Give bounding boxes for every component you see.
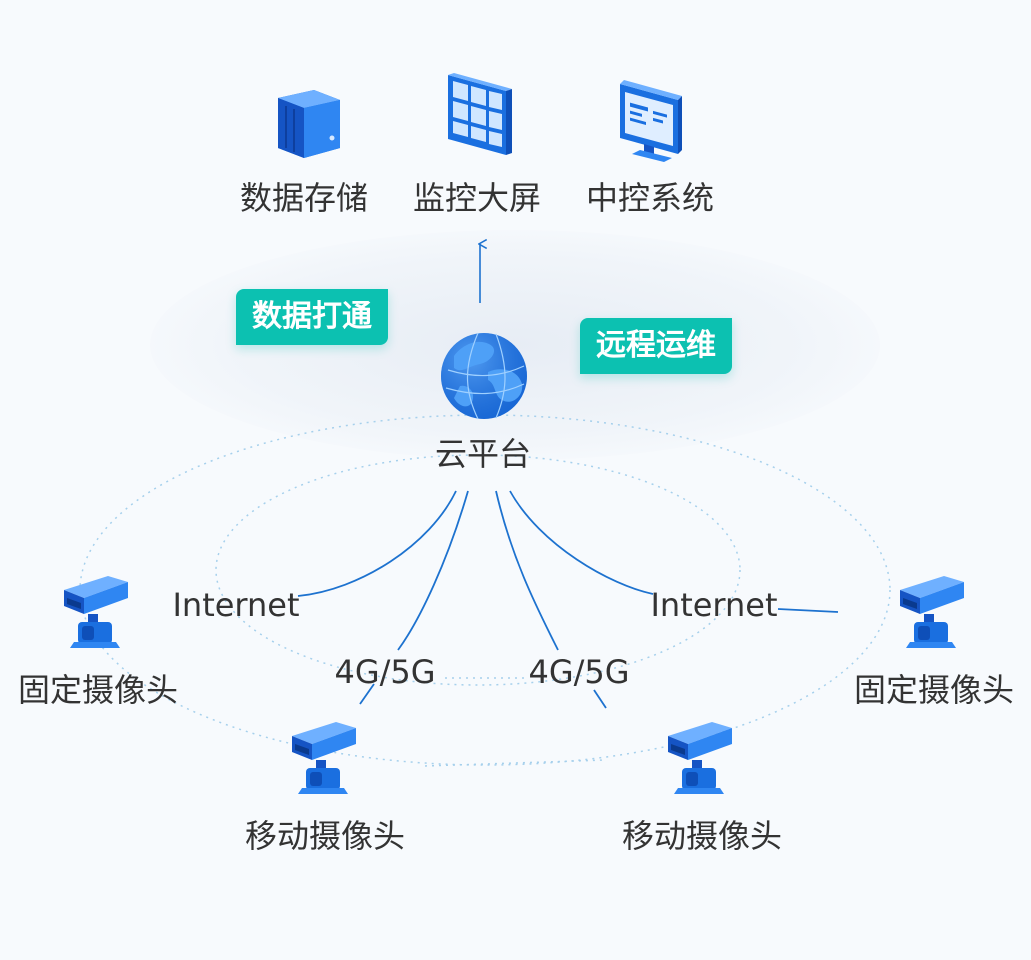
- data-sync-badge: 数据打通: [236, 289, 388, 345]
- link-internet-right: [509, 490, 654, 595]
- globe-icon: [441, 332, 527, 420]
- internet-left-label: Internet: [172, 586, 300, 624]
- inner-orbit: [215, 454, 741, 686]
- cellular-right-label: 4G/5G: [528, 653, 630, 691]
- dotted-link-bottom: [424, 759, 606, 767]
- camera-fixed-right-icon: [900, 576, 964, 648]
- cloud-label: 云平台: [434, 435, 532, 473]
- camera-fixed-left-icon: [64, 576, 128, 648]
- link-internet-right-tail: [777, 608, 839, 613]
- link-cellular-left-tail: [359, 683, 375, 705]
- fixed-camera-right-label: 固定摄像头: [853, 671, 1015, 709]
- remote-ops-badge: 远程运维: [580, 318, 732, 374]
- video-wall-icon: [448, 73, 512, 155]
- control-label: 中控系统: [585, 179, 715, 217]
- monitor-icon: [620, 80, 682, 162]
- link-internet-left: [297, 490, 457, 597]
- storage-label: 数据存储: [239, 179, 369, 217]
- link-cellular-right-tail: [593, 689, 607, 709]
- mobile-camera-left-label: 移动摄像头: [244, 817, 406, 855]
- mobile-camera-right-label: 移动摄像头: [621, 817, 783, 855]
- camera-mobile-left-icon: [292, 722, 356, 794]
- cellular-left-label: 4G/5G: [334, 653, 436, 691]
- background-glow: [150, 230, 880, 460]
- screen-label: 监控大屏: [412, 179, 542, 217]
- link-cellular-left: [397, 490, 469, 651]
- server-icon: [278, 90, 340, 158]
- fixed-camera-left-label: 固定摄像头: [17, 671, 179, 709]
- link-cellular-right: [495, 490, 559, 651]
- internet-right-label: Internet: [650, 586, 778, 624]
- camera-mobile-right-icon: [668, 722, 732, 794]
